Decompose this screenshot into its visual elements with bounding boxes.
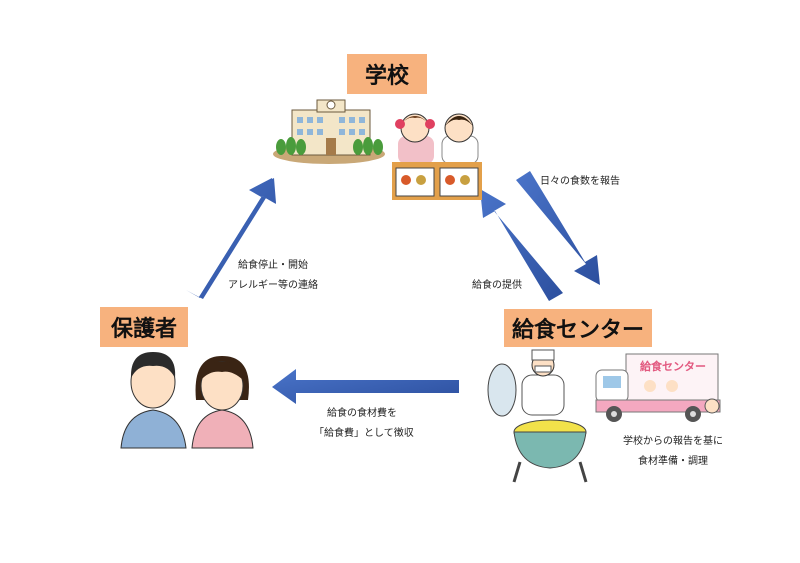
arrow-parents-to-school [183, 178, 276, 299]
caption-meal-fee: 給食の食材費を 「給食費」として徴収 [314, 404, 414, 444]
school-building-icon [273, 99, 385, 164]
caption-line: 給食停止・開始 [238, 260, 308, 271]
truck-sign-text: 給食センター [640, 359, 706, 373]
students-icon [392, 113, 482, 200]
caption-line: 食材準備・調理 [638, 456, 708, 467]
arrow-center-to-parents [272, 369, 459, 404]
caption-meal-provision: 給食の提供 [472, 280, 522, 291]
delivery-truck-icon [595, 353, 721, 422]
cook-icon [487, 349, 565, 417]
caption-daily-report: 日々の食数を報告 [540, 176, 620, 187]
caption-stop-start: 給食停止・開始 アレルギー等の連絡 [218, 256, 328, 296]
caption-center-note: 学校からの報告を基に 食材準備・調理 [606, 432, 740, 472]
parents-label: 保護者 [100, 307, 188, 347]
father-icon [120, 352, 187, 449]
caption-line: アレルギー等の連絡 [228, 280, 318, 291]
caption-line: 給食の食材費を [327, 408, 397, 419]
cooking-pot-icon [512, 419, 588, 483]
school-label: 学校 [347, 54, 427, 94]
mother-icon [191, 356, 254, 449]
arrow-school-to-center [516, 171, 600, 285]
center-label: 給食センター [504, 309, 652, 347]
caption-line: 「給食費」として徴収 [314, 428, 414, 439]
caption-line: 学校からの報告を基に [623, 436, 723, 447]
arrow-center-to-school [480, 189, 563, 301]
